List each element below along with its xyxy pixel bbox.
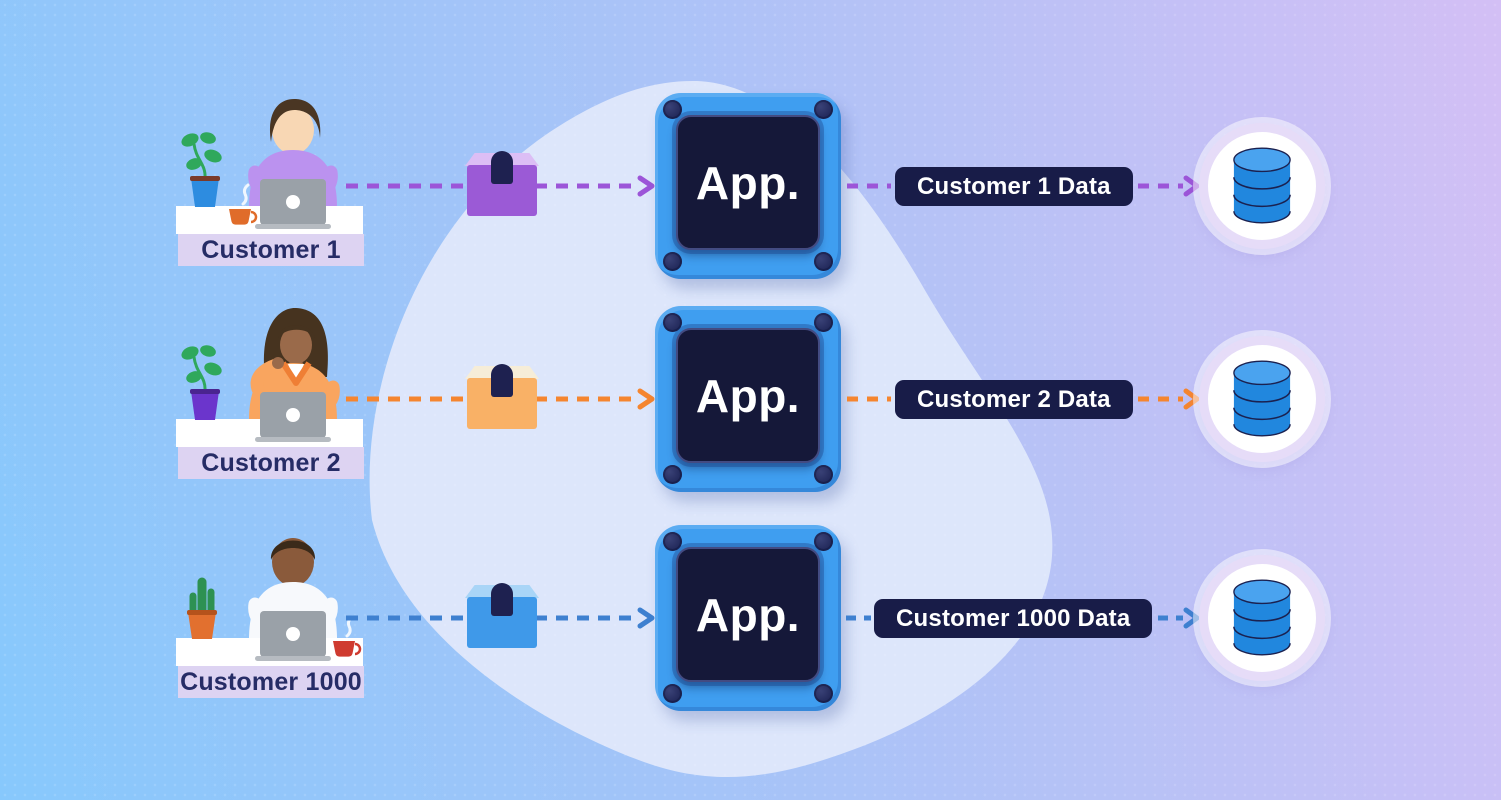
customer-label: Customer 2: [178, 447, 364, 479]
plant-icon: [181, 132, 222, 207]
arrow-to-app: [346, 388, 655, 410]
bolt-icon: [814, 684, 833, 703]
coffee-cup-icon: [229, 183, 258, 225]
data-label-pill: Customer 1 Data: [895, 167, 1133, 206]
bolt-icon: [663, 252, 682, 271]
database-icon: [1233, 579, 1291, 656]
app-screen: App.: [676, 547, 820, 682]
customer-label: Customer 1: [178, 234, 364, 266]
database-icon: [1233, 360, 1291, 437]
bolt-icon: [814, 532, 833, 551]
customer-1000-workstation: Customer 1000: [150, 512, 365, 702]
app-screen: App.: [676, 328, 820, 463]
bolt-icon: [814, 252, 833, 271]
app-label: App.: [695, 369, 801, 422]
package-icon: [465, 151, 539, 217]
app-box: App.: [655, 525, 841, 711]
app-label: App.: [695, 156, 801, 209]
data-label-pill: Customer 1000 Data: [874, 599, 1153, 638]
app-screen: App.: [676, 115, 820, 250]
arrow-to-data-label: [847, 183, 891, 189]
person-at-desk-icon: [176, 98, 363, 234]
bolt-icon: [663, 684, 682, 703]
arrow-to-app: [346, 175, 655, 197]
bolt-icon: [814, 465, 833, 484]
database-badge: [1199, 123, 1325, 249]
bolt-icon: [663, 532, 682, 551]
bolt-icon: [814, 100, 833, 119]
app-box: App.: [655, 306, 841, 492]
package-tape: [491, 583, 513, 616]
package-icon: [465, 583, 539, 649]
database-badge: [1199, 555, 1325, 681]
customer-2-workstation: Customer 2: [150, 293, 365, 483]
bolt-icon: [663, 313, 682, 332]
bolt-icon: [814, 313, 833, 332]
person-at-desk-icon: [176, 307, 363, 447]
bolt-icon: [663, 465, 682, 484]
arrow-to-database: [1138, 388, 1200, 410]
person-at-desk-icon: [176, 538, 363, 666]
app-box: App.: [655, 93, 841, 279]
customer-1-workstation: Customer 1: [150, 80, 365, 270]
arrow-to-app: [346, 607, 655, 629]
app-label: App.: [695, 588, 801, 641]
arrow-to-database: [1158, 607, 1200, 629]
database-badge: [1199, 336, 1325, 462]
arrow-to-data-label: [847, 396, 891, 402]
cactus-icon: [187, 577, 217, 639]
arrow-to-database: [1138, 175, 1200, 197]
bolt-icon: [663, 100, 682, 119]
database-icon: [1233, 147, 1291, 224]
arrow-to-data-label: [846, 615, 871, 621]
package-tape: [491, 151, 513, 184]
data-label-pill: Customer 2 Data: [895, 380, 1133, 419]
package-icon: [465, 364, 539, 430]
package-tape: [491, 364, 513, 397]
customer-label: Customer 1000: [178, 666, 364, 698]
plant-icon: [181, 345, 222, 420]
